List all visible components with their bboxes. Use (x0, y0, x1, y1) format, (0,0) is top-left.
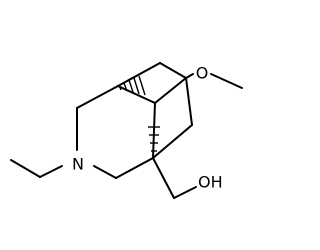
bond-c6-c8 (154, 77, 187, 104)
hydroxyl-label: OH (198, 173, 223, 192)
methoxy-oxygen-label: O (196, 64, 209, 83)
bond-c9-c8 (159, 62, 187, 79)
bond-c5-ch2 (152, 157, 175, 199)
bond-c6-c5 (152, 102, 156, 159)
bond-c8-o (185, 73, 194, 79)
bond-c8-c7 (185, 77, 193, 126)
bond-ch2-oh (173, 186, 197, 199)
bond-ethyl-ch3 (10, 159, 41, 178)
bond-o-ch3 (210, 73, 243, 89)
nitrogen-label: N (72, 155, 84, 174)
bond-c4-c5 (115, 157, 154, 179)
hashed-wedge-bond-2 (148, 126, 160, 152)
bond-c1-c6 (117, 85, 156, 104)
molecule-structure: N O OH (10, 62, 243, 199)
bond-group (10, 62, 243, 199)
bond-c2-c1 (76, 85, 119, 109)
bond-c1-c9 (117, 62, 161, 87)
bond-n-ethyl-ch2 (39, 165, 63, 178)
bond-n-c4 (93, 165, 117, 179)
hashed-wedge-bond (118, 75, 146, 96)
bond-c7-c5 (152, 124, 193, 159)
